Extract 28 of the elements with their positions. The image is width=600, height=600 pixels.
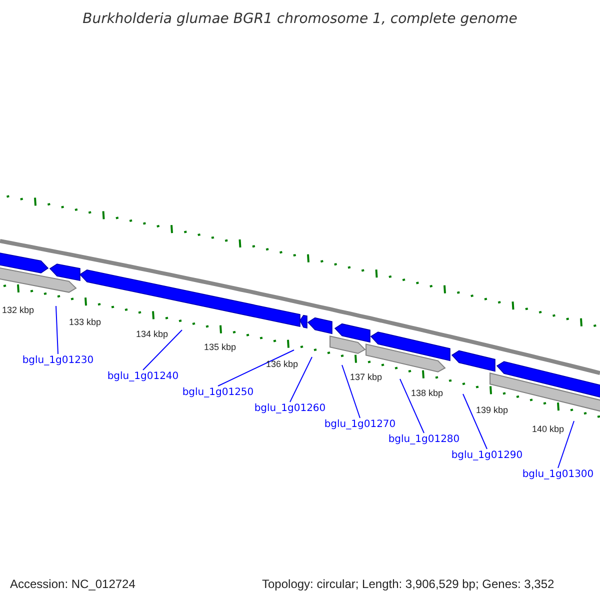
tick-label: 133 kbp [69, 317, 102, 327]
gene-label: bglu_1g01240 [107, 371, 179, 383]
tick-label: 134 kbp [136, 329, 168, 339]
tick-label: 140 kbp [532, 424, 564, 434]
gene-label: bglu_1g01270 [324, 419, 396, 431]
gene-label: bglu_1g01230 [22, 355, 94, 367]
tick-label: 135 kbp [204, 342, 236, 352]
genome-info-text: Topology: circular; Length: 3,906,529 bp; Genes: 3,352 [262, 576, 554, 593]
leader-line [218, 350, 294, 386]
title: Burkholderia glumae BGR1 chromosome 1, complete genome [82, 10, 518, 29]
tick-label: 139 kbp [476, 405, 508, 415]
leader-line [290, 356, 312, 402]
tick-label: 137 kbp [350, 372, 382, 382]
leader-line [400, 378, 424, 434]
tick-label: 132 kbp [2, 305, 34, 315]
accession-text: Accession: NC_012724 [10, 576, 136, 593]
gene-label: bglu_1g01260 [254, 403, 326, 415]
tick-label: 136 kbp [266, 359, 298, 369]
gene-label: bglu_1g01290 [451, 450, 523, 462]
leader-line [142, 330, 182, 370]
gene-label: bglu_1g01300 [522, 469, 594, 481]
tick-label: 138 kbp [411, 388, 444, 398]
leader-line [558, 420, 574, 468]
gene-label: bglu_1g01280 [388, 434, 460, 446]
leader-line [462, 394, 488, 450]
leader-line [342, 364, 360, 418]
leader-line [56, 306, 58, 354]
gene-label: bglu_1g01250 [182, 387, 254, 399]
